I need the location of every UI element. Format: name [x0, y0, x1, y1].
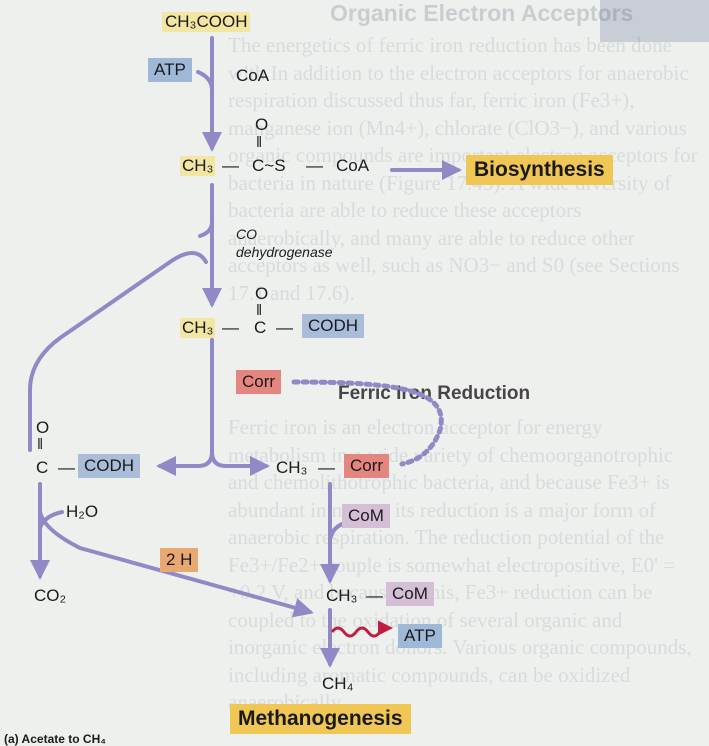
ch3-corr-ch3-label: CH₃: [276, 458, 308, 477]
co2-label: CO₂: [34, 586, 67, 605]
left-c-label: C: [36, 458, 49, 477]
ch4-label: CH₄: [322, 674, 354, 693]
ch3-corr-dash: —: [318, 458, 335, 477]
arrow-h2o-in: [38, 510, 64, 530]
acetyl-o-label: O: [255, 115, 269, 134]
enzyme-label-line2: dehydrogenase: [236, 244, 333, 260]
two-h-box: 2 H: [160, 548, 199, 572]
coa-label: CoA: [236, 66, 270, 85]
codh-box: CODH: [302, 314, 365, 338]
acetyl-dash-1: —: [222, 156, 239, 175]
left-o-label: O: [36, 418, 50, 437]
ch3com-dash: —: [366, 586, 383, 605]
atp-input-box: ATP: [148, 58, 192, 82]
acetate-label: CH₃COOH: [162, 12, 251, 32]
acetyl-ch3-label: CH₃: [180, 156, 216, 176]
com-input-box: CoM: [342, 504, 390, 528]
codh-dash-2: —: [276, 318, 293, 337]
ch3-corr-box: Corr: [344, 454, 390, 478]
codh-o-label: O: [255, 284, 269, 303]
atp-output-box: ATP: [398, 624, 442, 648]
arrow-branch-left: [156, 450, 214, 476]
acetyl-c-label: C~S: [252, 156, 286, 175]
figure-caption: (a) Acetate to CH₄: [4, 732, 106, 746]
arrow-coa-release: [198, 220, 214, 238]
acetyl-dash-2: —: [306, 156, 323, 175]
arrow-loop-back: [28, 251, 208, 452]
biosynthesis-box: Biosynthesis: [466, 155, 613, 185]
codh-c-label: C: [254, 318, 267, 337]
left-dash: —: [58, 458, 75, 477]
corr-box: Corr: [236, 370, 282, 394]
arrow-atp-in: [196, 70, 214, 92]
enzyme-label-line1: CO: [236, 226, 257, 242]
arrow-branch-right: [210, 450, 270, 476]
arrow-corr-recycle: [291, 379, 444, 467]
codh-double-bond: ‖: [256, 302, 263, 319]
ch3com-com-box: CoM: [386, 582, 434, 606]
methanogenesis-box: Methanogenesis: [230, 704, 411, 734]
left-double-bond: ‖: [37, 436, 44, 453]
arrow-2h-to-ch3com: [38, 506, 314, 618]
acetyl-coa-label: CoA: [336, 156, 370, 175]
ch3com-ch3-label: CH₃: [326, 586, 358, 605]
h2o-label: H₂O: [66, 502, 99, 521]
left-codh-box: CODH: [78, 454, 141, 478]
acetyl-double-bond: ‖: [256, 134, 263, 151]
arrow-atp-out: [330, 620, 393, 638]
codh-dash-1: —: [222, 318, 239, 337]
codh-ch3-label: CH₃: [180, 318, 216, 338]
